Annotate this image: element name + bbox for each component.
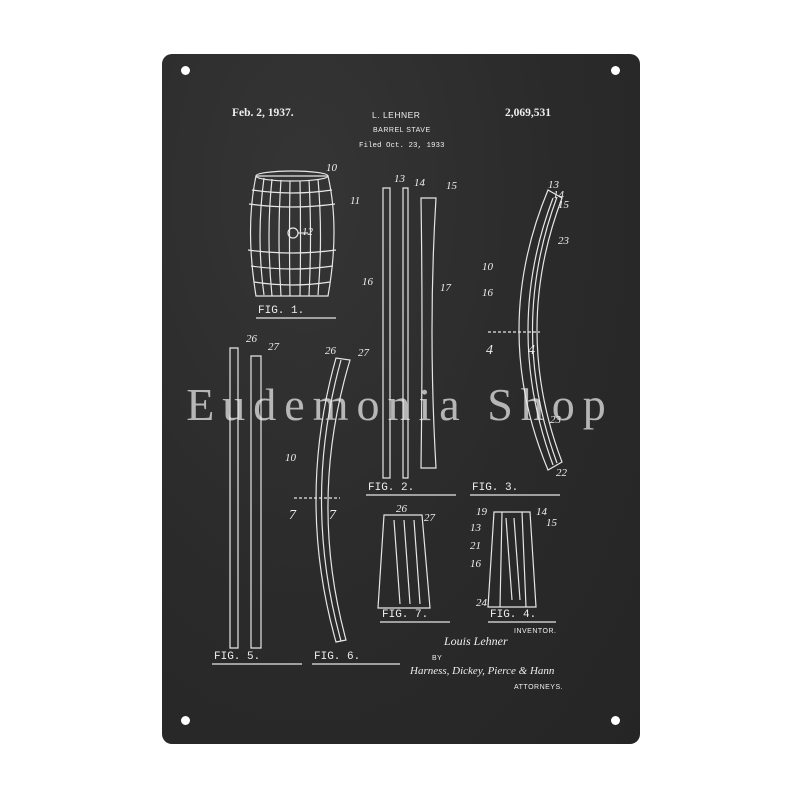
- ref-14-fig4: 14: [536, 506, 547, 518]
- mount-hole-top-left: [181, 66, 190, 75]
- curved-stave-fig3: [488, 189, 563, 471]
- curved-stave-fig6: [294, 357, 351, 643]
- ref-16-fig3: 16: [482, 287, 493, 299]
- fig7-label: FIG. 7.: [382, 609, 429, 621]
- ref-19: 19: [476, 506, 487, 518]
- ref-27-fig6: 27: [358, 347, 369, 359]
- mount-hole-top-right: [611, 66, 620, 75]
- ref-7-left: 7: [289, 508, 296, 523]
- ref-11: 11: [350, 195, 361, 207]
- metal-sign: [162, 54, 640, 744]
- inventor-signature: Louis Lehner: [444, 634, 508, 648]
- stave-section-fig7: [377, 514, 431, 609]
- fig2-label: FIG. 2.: [368, 482, 415, 494]
- ref-26-fig6: 26: [325, 345, 336, 357]
- ref-26-fig7: 26: [396, 503, 407, 515]
- ref-15-fig4: 15: [546, 517, 557, 529]
- ref-22: 22: [556, 467, 567, 479]
- ref-10-fig3: 10: [482, 261, 493, 273]
- ref-16-fig2: 16: [362, 276, 373, 288]
- ref-15-fig3: 15: [558, 199, 569, 211]
- straight-staves-fig5: [229, 347, 262, 649]
- stave-section-fig4: [487, 511, 537, 608]
- inventor-name: L. LEHNER: [372, 110, 421, 120]
- patent-number: 2,069,531: [505, 107, 551, 119]
- figure-label-underlines: [212, 317, 560, 665]
- fig5-label: FIG. 5.: [214, 651, 261, 663]
- ref-26-fig5: 26: [246, 333, 257, 345]
- ref-10-fig1: 10: [326, 162, 337, 174]
- straight-staves-figure: [382, 187, 437, 479]
- ref-27-fig5: 27: [268, 341, 279, 353]
- patent-title: BARREL STAVE: [373, 127, 431, 134]
- ref-13-fig3: 13: [548, 179, 559, 191]
- ref-13-fig4: 13: [470, 522, 481, 534]
- attorney-signature: Harness, Dickey, Pierce & Hann: [410, 665, 555, 677]
- ref-15-fig2: 15: [446, 180, 457, 192]
- ref-7-right: 7: [329, 508, 336, 523]
- ref-23-fig3-top: 23: [558, 235, 569, 247]
- ref-16-fig4: 16: [470, 558, 481, 570]
- barrel-figure: [247, 170, 337, 297]
- filed-date: Filed Oct. 23, 1933: [359, 142, 445, 150]
- ref-23-fig3-bottom: 23: [550, 414, 561, 426]
- inventor-label: INVENTOR.: [514, 628, 557, 635]
- fig4-label: FIG. 4.: [490, 609, 537, 621]
- ref-14-fig3: 14: [553, 189, 564, 201]
- ref-10-fig6: 10: [285, 452, 296, 464]
- ref-4-right: 4: [528, 343, 535, 358]
- fig1-label: FIG. 1.: [258, 305, 305, 317]
- by-label: BY: [432, 655, 443, 662]
- ref-27-fig7: 27: [424, 512, 435, 524]
- ref-24: 24: [476, 597, 487, 609]
- fig6-label: FIG. 6.: [314, 651, 361, 663]
- ref-21: 21: [470, 540, 481, 552]
- attorneys-label: ATTORNEYS.: [514, 684, 564, 691]
- ref-17: 17: [440, 282, 451, 294]
- patent-date: Feb. 2, 1937.: [232, 107, 294, 119]
- mount-hole-bottom-left: [181, 716, 190, 725]
- ref-4-left: 4: [486, 343, 493, 358]
- fig3-label: FIG. 3.: [472, 482, 519, 494]
- mount-hole-bottom-right: [611, 716, 620, 725]
- ref-14-fig2: 14: [414, 177, 425, 189]
- shop-watermark: Eudemonia Shop: [186, 379, 614, 430]
- ref-12: 12: [302, 226, 313, 238]
- ref-13-fig2: 13: [394, 173, 405, 185]
